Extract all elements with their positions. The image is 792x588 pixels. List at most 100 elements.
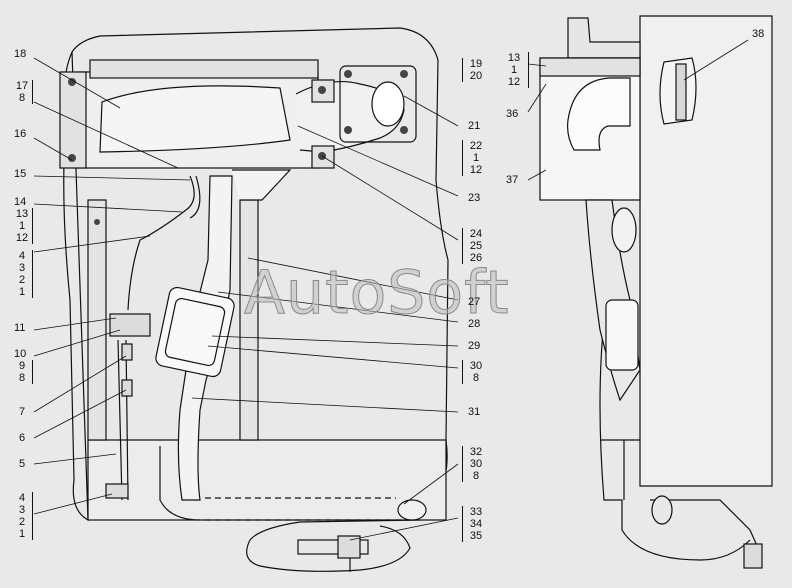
- callout-12: 12: [469, 164, 483, 176]
- fitting-c: [105, 483, 129, 499]
- callout-8: 8: [18, 372, 26, 384]
- right-valve: [743, 543, 763, 569]
- callout-31: 31: [468, 406, 481, 418]
- callout-group-4-3-2-1-upper: 4 3 2 1: [14, 250, 33, 298]
- right-lower-elbow: [651, 495, 673, 525]
- expansion-tank: [155, 286, 235, 378]
- callout-35: 35: [469, 530, 483, 542]
- callout-group-4-3-2-1-lower: 4 3 2 1: [14, 492, 33, 540]
- left-post: [87, 199, 107, 441]
- watermark: AutoSoft: [244, 258, 510, 329]
- leader-lines-left: [33, 57, 459, 541]
- callout-33: 33: [469, 506, 483, 518]
- callout-group-24-25-26: 24 25 26: [462, 228, 484, 264]
- right-lamp-lens: [675, 63, 687, 121]
- callout-13: 13: [15, 208, 29, 220]
- callout-36: 36: [506, 108, 519, 120]
- right-body-outline: [639, 15, 773, 487]
- callout-38: 38: [752, 28, 765, 40]
- callout-group-22-1-12: 22 1 12: [462, 140, 484, 176]
- callout-21: 21: [468, 120, 481, 132]
- callout-11: 11: [14, 322, 26, 334]
- callout-34: 34: [469, 518, 483, 530]
- callout-14: 14: [14, 196, 27, 208]
- right-box-top: [539, 57, 641, 77]
- intake-top-plate: [89, 59, 319, 79]
- callout-37: 37: [506, 174, 519, 186]
- callout-1: 1: [18, 220, 26, 232]
- callout-group-30-8: 30 8: [462, 360, 484, 384]
- callout-8: 8: [18, 92, 26, 104]
- callout-9: 9: [18, 360, 26, 372]
- fitting-b: [121, 379, 133, 397]
- callout-group-13-1-12: 13 1 12: [14, 208, 33, 244]
- fitting-a: [121, 343, 133, 361]
- callout-8: 8: [472, 372, 480, 384]
- callout-12: 12: [15, 232, 29, 244]
- drain-valve: [337, 535, 361, 559]
- callout-group-9-8: 9 8: [14, 360, 33, 384]
- callout-15: 15: [14, 168, 27, 180]
- callout-8: 8: [472, 470, 480, 482]
- callout-group-19-20: 19 20: [462, 58, 484, 82]
- callout-10: 10: [14, 348, 27, 360]
- callout-20: 20: [469, 70, 483, 82]
- callout-12: 12: [507, 76, 521, 88]
- left-view: [59, 27, 449, 572]
- rod-left: [117, 339, 123, 501]
- callout-32: 32: [469, 446, 483, 458]
- expansion-tank-inner: [164, 297, 226, 367]
- callout-19: 19: [469, 58, 483, 70]
- callout-26: 26: [469, 252, 483, 264]
- callout-1: 1: [472, 152, 480, 164]
- callout-13: 13: [507, 52, 521, 64]
- cable-b: [189, 175, 201, 219]
- callout-30: 30: [469, 458, 483, 470]
- callout-4: 4: [18, 250, 26, 262]
- callout-1: 1: [18, 286, 26, 298]
- right-view: [539, 15, 773, 569]
- callout-17: 17: [15, 80, 29, 92]
- callout-7: 7: [19, 406, 26, 418]
- callout-group-17-8: 17 8: [14, 80, 33, 104]
- callout-2: 2: [18, 516, 26, 528]
- callout-3: 3: [18, 504, 26, 516]
- air-cleaner-body: [99, 85, 291, 153]
- rod-left-2: [125, 339, 129, 501]
- callout-6: 6: [19, 432, 26, 444]
- right-lower-pipe: [650, 499, 759, 549]
- callout-27: 27: [468, 296, 481, 308]
- callout-16: 16: [14, 128, 27, 140]
- upper-branch: [232, 169, 292, 201]
- cable-a: [127, 175, 195, 311]
- callout-25: 25: [469, 240, 483, 252]
- lower-tube: [159, 446, 201, 521]
- callout-3: 3: [18, 262, 26, 274]
- right-ground-line: [600, 439, 640, 500]
- callout-28: 28: [468, 318, 481, 330]
- lower-panel: [87, 439, 447, 521]
- callout-group-32-30-8: 32 30 8: [462, 446, 484, 482]
- callout-1: 1: [510, 64, 518, 76]
- right-duct: [567, 77, 631, 151]
- callout-30: 30: [469, 360, 483, 372]
- callout-2: 2: [18, 274, 26, 286]
- right-tank: [605, 299, 639, 371]
- callout-4: 4: [18, 492, 26, 504]
- callout-24: 24: [469, 228, 483, 240]
- duct-mouth: [371, 81, 405, 127]
- valve-block: [109, 313, 151, 337]
- right-upper-pipe: [567, 17, 641, 59]
- leader-lines-right: [527, 39, 749, 181]
- right-oval-fitting: [611, 207, 637, 253]
- callout-18: 18: [14, 48, 27, 60]
- callout-29: 29: [468, 340, 481, 352]
- callout-22: 22: [469, 140, 483, 152]
- callout-23: 23: [468, 192, 481, 204]
- drain-fitting: [397, 499, 427, 521]
- callout-1: 1: [18, 528, 26, 540]
- callout-5: 5: [19, 458, 26, 470]
- duct-flange: [339, 65, 417, 143]
- callout-group-33-34-35: 33 34 35: [462, 506, 484, 542]
